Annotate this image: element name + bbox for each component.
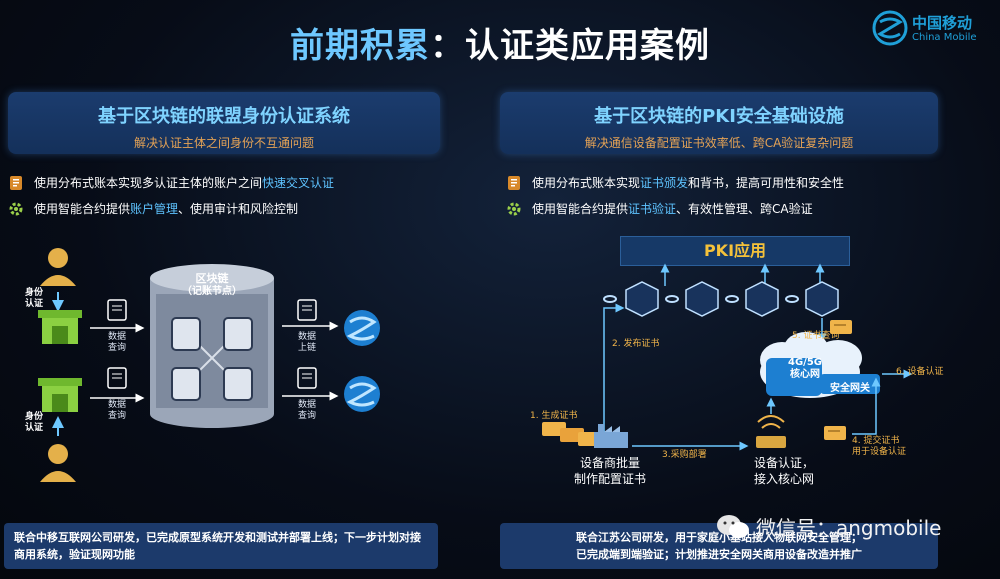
logo-cn-text: 中国移动 xyxy=(912,14,973,32)
china-mobile-node-icon-2 xyxy=(344,376,380,412)
doc-icon-2 xyxy=(107,367,127,389)
ledger-icon xyxy=(508,175,520,190)
right-bullet-2: 使用智能合约提供证书验证、有效性管理、跨CA验证 xyxy=(506,200,813,217)
core-network-cloud xyxy=(760,332,880,398)
device-label: 设备认证， 接入核心网 xyxy=(753,456,814,486)
china-mobile-logo-icon xyxy=(872,10,908,46)
step3-label: 3.采购部署 xyxy=(662,450,707,460)
left-footer-note: 联合中移互联网公司研发，已完成原型系统开发和测试并部署上线；下一步计划对接商用系… xyxy=(4,523,438,569)
left-diagram xyxy=(38,248,380,482)
china-mobile-node-icon-1 xyxy=(344,310,380,346)
blockchain-ledger xyxy=(150,264,274,428)
factory-icon xyxy=(594,424,628,448)
left-bullet-1: 使用分布式账本实现多认证主体的账户之间快速交叉认证 xyxy=(8,174,334,191)
step4-label: 4. 提交证书 用于设备认证 xyxy=(852,436,907,457)
step6-label: 6. 设备认证 xyxy=(896,367,944,377)
left-panel-header: 基于区块链的联盟身份认证系统 解决认证主体之间身份不互通问题 xyxy=(8,92,440,154)
query-label-1: 数据 查询 xyxy=(107,332,126,353)
wechat-watermark: 微信号：angmobile xyxy=(716,512,941,541)
right-diagram xyxy=(542,263,913,451)
pki-app-bar: PKI应用 xyxy=(620,236,850,266)
query-label-2: 数据 查询 xyxy=(107,400,126,421)
doc-icon-1 xyxy=(107,299,127,321)
chain-links xyxy=(603,295,799,303)
security-gateway-label: 安全网关 xyxy=(830,383,870,394)
logo-en-text: China Mobile xyxy=(912,32,977,43)
right-footer-note: 联合江苏公司研发，用于家庭小基站接入物联网安全管理； 已完成端到端验证；计划推进… xyxy=(500,523,938,569)
user-icon-top xyxy=(40,248,76,286)
router-icon xyxy=(756,415,786,448)
certificate-icon-submit xyxy=(824,426,846,440)
wechat-icon xyxy=(717,514,749,538)
certificate-stack-icon xyxy=(542,422,602,446)
ledger-label: 区块链 （记账节点） xyxy=(182,272,242,297)
doc-icon-3 xyxy=(297,299,317,321)
upload-label: 数据 上链 xyxy=(297,332,316,353)
blockchain-chain xyxy=(625,281,839,317)
right-panel-header: 基于区块链的PKI安全基础设施 解决通信设备配置证书效率低、跨CA验证复杂问题 xyxy=(500,92,938,154)
left-panel-subtitle: 解决认证主体之间身份不互通问题 xyxy=(133,136,314,150)
left-panel-title: 基于区块链的联盟身份认证系统 xyxy=(98,106,350,127)
vendor-label: 设备商批量 制作配置证书 xyxy=(573,456,646,486)
right-bullet-1: 使用分布式账本实现证书颁发和背书，提高可用性和安全性 xyxy=(506,174,844,191)
core-network-label: 4G/5G 核心网 xyxy=(788,357,822,380)
right-panel-title: 基于区块链的PKI安全基础设施 xyxy=(594,106,844,127)
store-icon-bottom xyxy=(38,378,82,412)
step2-label: 2. 发布证书 xyxy=(612,339,660,349)
step5-label: 5. 证书查询 xyxy=(792,331,840,341)
right-panel-subtitle: 解决通信设备配置证书效率低、跨CA验证复杂问题 xyxy=(584,136,854,150)
query-label-3: 数据 查询 xyxy=(297,400,316,421)
auth-label-bottom: 身份 认证 xyxy=(24,412,43,433)
ledger-icon xyxy=(10,175,22,190)
step1-label: 1. 生成证书 xyxy=(530,411,578,421)
left-bullet-2: 使用智能合约提供账户管理、使用审计和风险控制 xyxy=(8,200,298,217)
gear-icon xyxy=(507,202,521,215)
china-mobile-logo: 中国移动 China Mobile xyxy=(872,8,992,52)
gear-icon xyxy=(9,202,23,215)
store-icon-top xyxy=(38,310,82,344)
auth-label-top: 身份 认证 xyxy=(24,288,43,309)
user-icon-bottom xyxy=(40,444,76,482)
page-title: 前期积累：认证类应用案例 xyxy=(290,26,710,66)
doc-icon-4 xyxy=(297,367,317,389)
certificate-icon-query xyxy=(830,320,852,334)
